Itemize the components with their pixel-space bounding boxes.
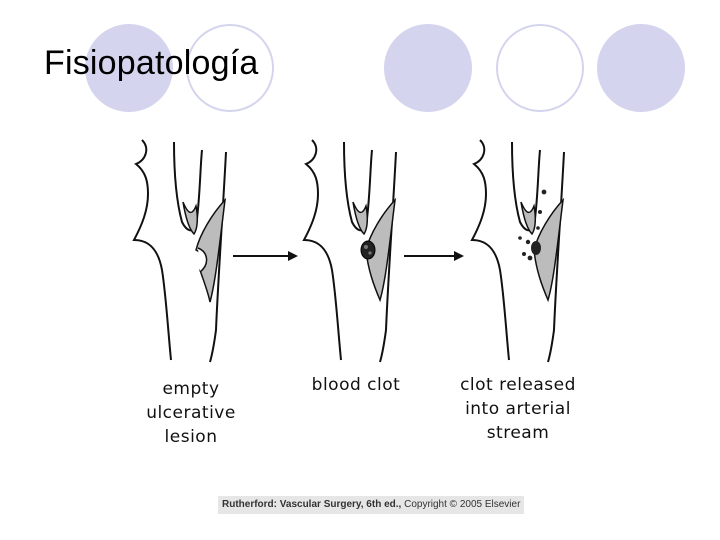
- label-line: lesion: [164, 427, 218, 447]
- credit-copyright: Copyright © 2005 Elsevier: [404, 499, 521, 510]
- arrow-2: [404, 251, 464, 261]
- panel-clot-released: [471, 139, 565, 363]
- label-clot-released: clot released into arterial stream: [448, 373, 588, 445]
- arrow-1: [233, 251, 298, 261]
- label-line: clot released: [460, 375, 576, 395]
- panel-blood-clot: [303, 139, 397, 363]
- decor-circle-1: [85, 24, 173, 112]
- credit-source: Rutherford: Vascular Surgery, 6th ed.,: [222, 499, 402, 510]
- slide-title: Fisiopatología: [44, 44, 259, 82]
- label-line: ulcerative: [146, 403, 236, 423]
- label-line: stream: [486, 423, 550, 443]
- decor-circle-3: [384, 24, 472, 112]
- decor-circle-4: [496, 24, 584, 112]
- image-credit: Rutherford: Vascular Surgery, 6th ed., C…: [218, 496, 525, 514]
- label-line: blood clot: [311, 375, 401, 395]
- label-blood-clot: blood clot: [296, 373, 416, 397]
- diagram-svg: [133, 139, 565, 363]
- decor-circle-2: [186, 24, 274, 112]
- carotid-diagram: empty ulcerative lesion blood clot clot …: [128, 130, 592, 460]
- label-empty-lesion: empty ulcerative lesion: [136, 377, 246, 449]
- decor-circle-5: [597, 24, 685, 112]
- label-line: into arterial: [465, 399, 571, 419]
- label-line: empty: [162, 379, 220, 399]
- panel-empty-lesion: [133, 139, 227, 363]
